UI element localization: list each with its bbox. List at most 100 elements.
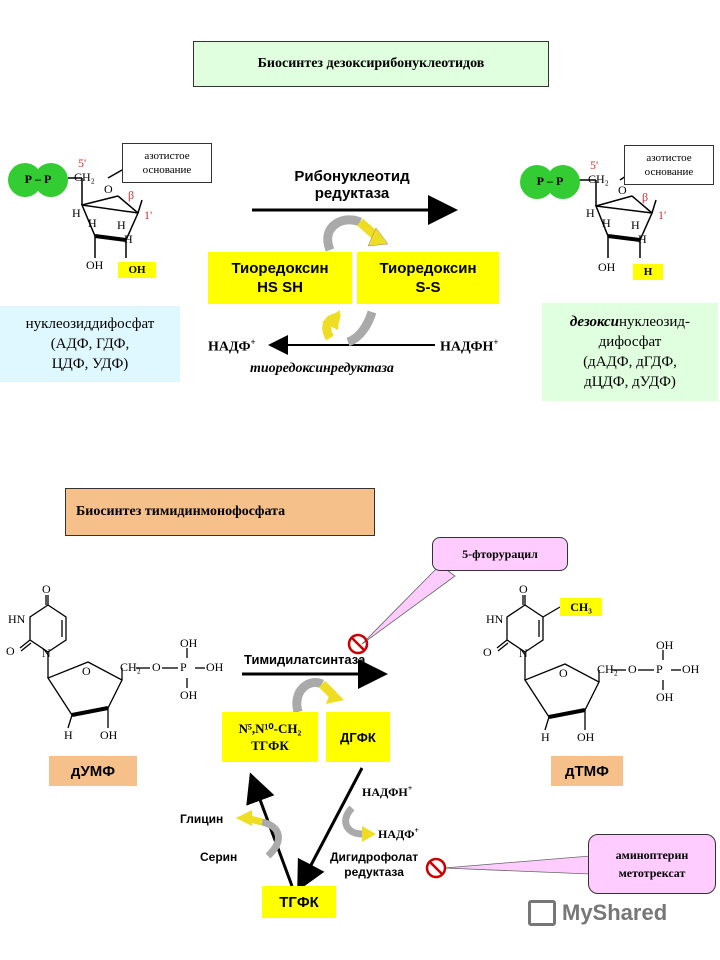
dump-o-top: O — [42, 582, 51, 596]
dhf-reductase-label: Дигидрофолат редуктаза — [330, 850, 419, 879]
dump-oh: OH — [100, 728, 118, 742]
dtmp-oh2: OH — [682, 662, 700, 676]
reductase-label: Рибонуклеотид редуктаза — [294, 168, 410, 202]
dtmp-n: N — [519, 646, 528, 660]
left-oh-3: OH — [86, 258, 104, 272]
dtmp-hn: HN — [486, 612, 504, 626]
dump-oh2: OH — [206, 660, 224, 674]
curve-arrow-bottom-grey — [292, 678, 325, 714]
fluorouracil-pointer — [361, 564, 456, 645]
watermark-text: MyShared — [562, 900, 668, 925]
left-5prime: 5' — [78, 156, 87, 170]
thf-box: ТГФК — [262, 886, 336, 918]
left-base-label: азотистое основание — [122, 143, 212, 183]
nadph-curve — [342, 805, 363, 838]
ddp-line3: (дАДФ, дГДФ, — [583, 354, 677, 370]
nadp-top: НАДФ+ — [208, 337, 256, 355]
watermark-logo-icon — [528, 900, 556, 926]
left-h3: H — [117, 218, 126, 232]
right-h2: H — [602, 216, 611, 230]
curve-arrow-mid-grey — [346, 310, 377, 347]
dump-hn: HN — [8, 612, 26, 626]
inhibitor-pointer — [443, 855, 591, 875]
ndp-line1: нуклеозиддифосфат — [25, 316, 155, 332]
methylene-thf-line1: N⁵,N¹⁰-CH₂ — [238, 721, 302, 736]
left-h1: H — [72, 206, 81, 220]
inhibitor-line1: аминоптерин — [615, 848, 689, 862]
left-ring-o: O — [104, 182, 113, 196]
glycine-label: Глицин — [180, 812, 224, 826]
left-ribose — [68, 169, 143, 258]
dtmp-ring-o: O — [559, 666, 568, 680]
dhfa-box: ДГФК — [326, 712, 390, 762]
right-oh-3: OH — [598, 260, 616, 274]
thioredoxin-oxidized: Тиоредоксин S-S — [357, 252, 499, 304]
dump-ring-o: O — [82, 664, 91, 678]
right-h4: H — [638, 232, 647, 246]
right-ch2: CH₂ — [588, 172, 609, 186]
left-beta: β — [128, 188, 135, 202]
ddp-line2: дифосфат — [598, 334, 662, 350]
dtmp-ch2: CH₂ — [597, 662, 618, 676]
right-h1: H — [586, 206, 595, 220]
left-h2: H — [88, 216, 97, 230]
curve-arrow-top-grey — [323, 215, 362, 252]
thioredoxin-reductase-label: тиоредоксинредуктаза — [250, 361, 394, 376]
inhibit-symbol-top — [347, 633, 369, 655]
left-phosphate: Р – Р — [8, 163, 68, 197]
nadph-bottom: НАДФН+ — [362, 784, 413, 799]
ndp-line3: ЦДФ, УДФ) — [51, 356, 129, 372]
right-h3: H — [631, 218, 640, 232]
methylene-thf-box: N⁵,N¹⁰-CH₂ ТГФК — [222, 712, 318, 762]
left-phosphate-label: Р – Р — [24, 172, 52, 186]
fluorouracil-callout: 5-фторурацил — [432, 537, 568, 571]
nadp-bottom: НАДФ+ — [378, 826, 419, 841]
dtmp-o-top: O — [519, 582, 528, 596]
thf-to-methylene-arrow — [246, 772, 294, 887]
dtmp-o-link: O — [628, 662, 637, 676]
dtmp-oh3: OH — [656, 690, 674, 704]
ddp-line1: дезоксинуклеозид- — [569, 314, 691, 330]
ndp-line2: (АДФ, ГДФ, — [50, 336, 130, 352]
thioredoxin-reduced: Тиоредоксин HS SH — [208, 252, 352, 304]
dtmp-structure — [496, 595, 681, 731]
right-ring-o: O — [618, 183, 627, 197]
dtmp-h: H — [541, 730, 550, 744]
nucleoside-diphosphate-box: нуклеозиддифосфат (АДФ, ГДФ, ЦДФ, УДФ) — [0, 306, 180, 382]
right-ribose — [578, 171, 657, 258]
dump-structure — [19, 595, 205, 729]
right-phosphate-label: Р – Р — [536, 174, 564, 188]
nadph-top: НАДФН+ — [440, 337, 499, 355]
dump-h: H — [64, 728, 73, 742]
deoxy-diphosphate-box: дезоксинуклеозид- дифосфат (дАДФ, дГДФ, … — [542, 303, 718, 401]
right-1prime: 1' — [658, 208, 667, 222]
title-top: Биосинтез дезоксирибонуклеотидов — [193, 41, 549, 87]
left-1prime: 1' — [144, 208, 153, 222]
thioredoxin-oxidized-groups: S-S — [415, 279, 441, 296]
dtmp-label: дТМФ — [551, 756, 623, 786]
glycine-serine-curve — [260, 818, 282, 859]
methylene-thf-line2: ТГФК — [251, 738, 289, 753]
dump-o-left: O — [6, 644, 15, 658]
dtmp-p: P — [656, 662, 663, 676]
right-phosphate: Р – Р — [520, 165, 580, 199]
ddp-line4: дЦДФ, дУДФ) — [584, 374, 676, 390]
right-h-2: H — [633, 264, 663, 280]
dhf-to-thf-arrow — [297, 767, 364, 892]
dump-n: N — [42, 646, 51, 660]
left-oh-2: OH — [118, 262, 156, 278]
dump-p: P — [180, 660, 187, 674]
inhibitor-line2: метотрексат — [618, 866, 686, 880]
dump-oh3: OH — [180, 688, 198, 702]
right-5prime: 5' — [590, 158, 599, 172]
dump-label: дУМФ — [49, 756, 137, 786]
thioredoxin-reduced-name: Тиоредоксин — [231, 260, 329, 277]
dump-oh1: OH — [180, 636, 198, 650]
left-ch2: CH₂ — [74, 170, 95, 184]
title-bottom: Биосинтез тимидинмонофосфата — [65, 488, 375, 536]
serine-label: Серин — [200, 850, 238, 864]
dtmp-oh1: OH — [656, 638, 674, 652]
inhibit-symbol-bottom — [425, 857, 447, 879]
dtmp-oh: OH — [577, 730, 595, 744]
